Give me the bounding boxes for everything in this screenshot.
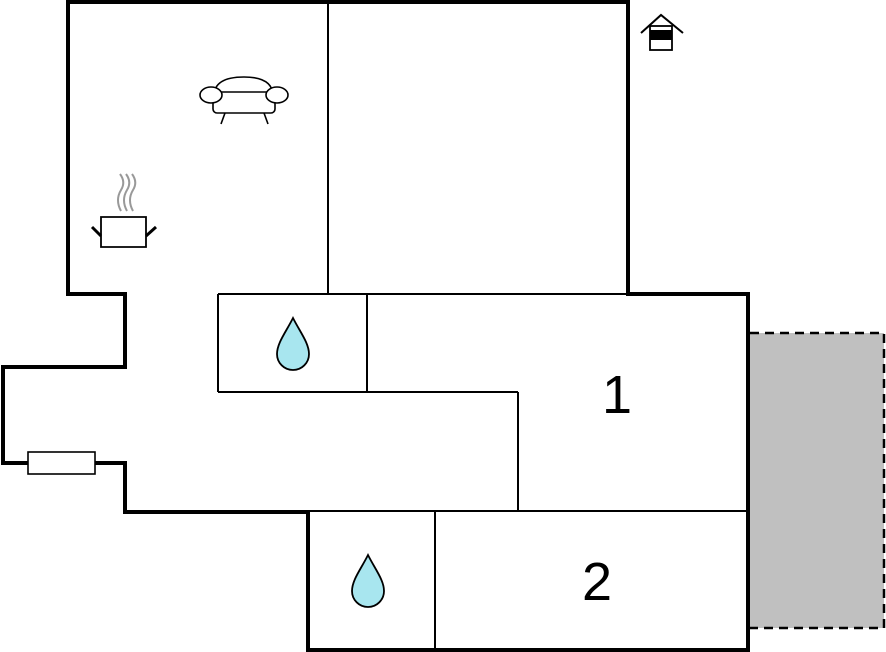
room-2-label: 2	[582, 552, 612, 612]
cooking-pot-icon	[90, 173, 158, 248]
water-drop-icon	[351, 552, 385, 608]
radiator-icon	[3, 451, 125, 475]
room-1-label: 1	[602, 365, 632, 425]
terrace-area	[750, 333, 884, 628]
water-drop-icon	[276, 315, 310, 371]
sofa-icon	[199, 76, 289, 125]
outer-wall	[1, 0, 750, 652]
terrace-outline	[750, 331, 886, 630]
interior-walls	[217, 2, 748, 650]
house-icon	[640, 13, 684, 51]
